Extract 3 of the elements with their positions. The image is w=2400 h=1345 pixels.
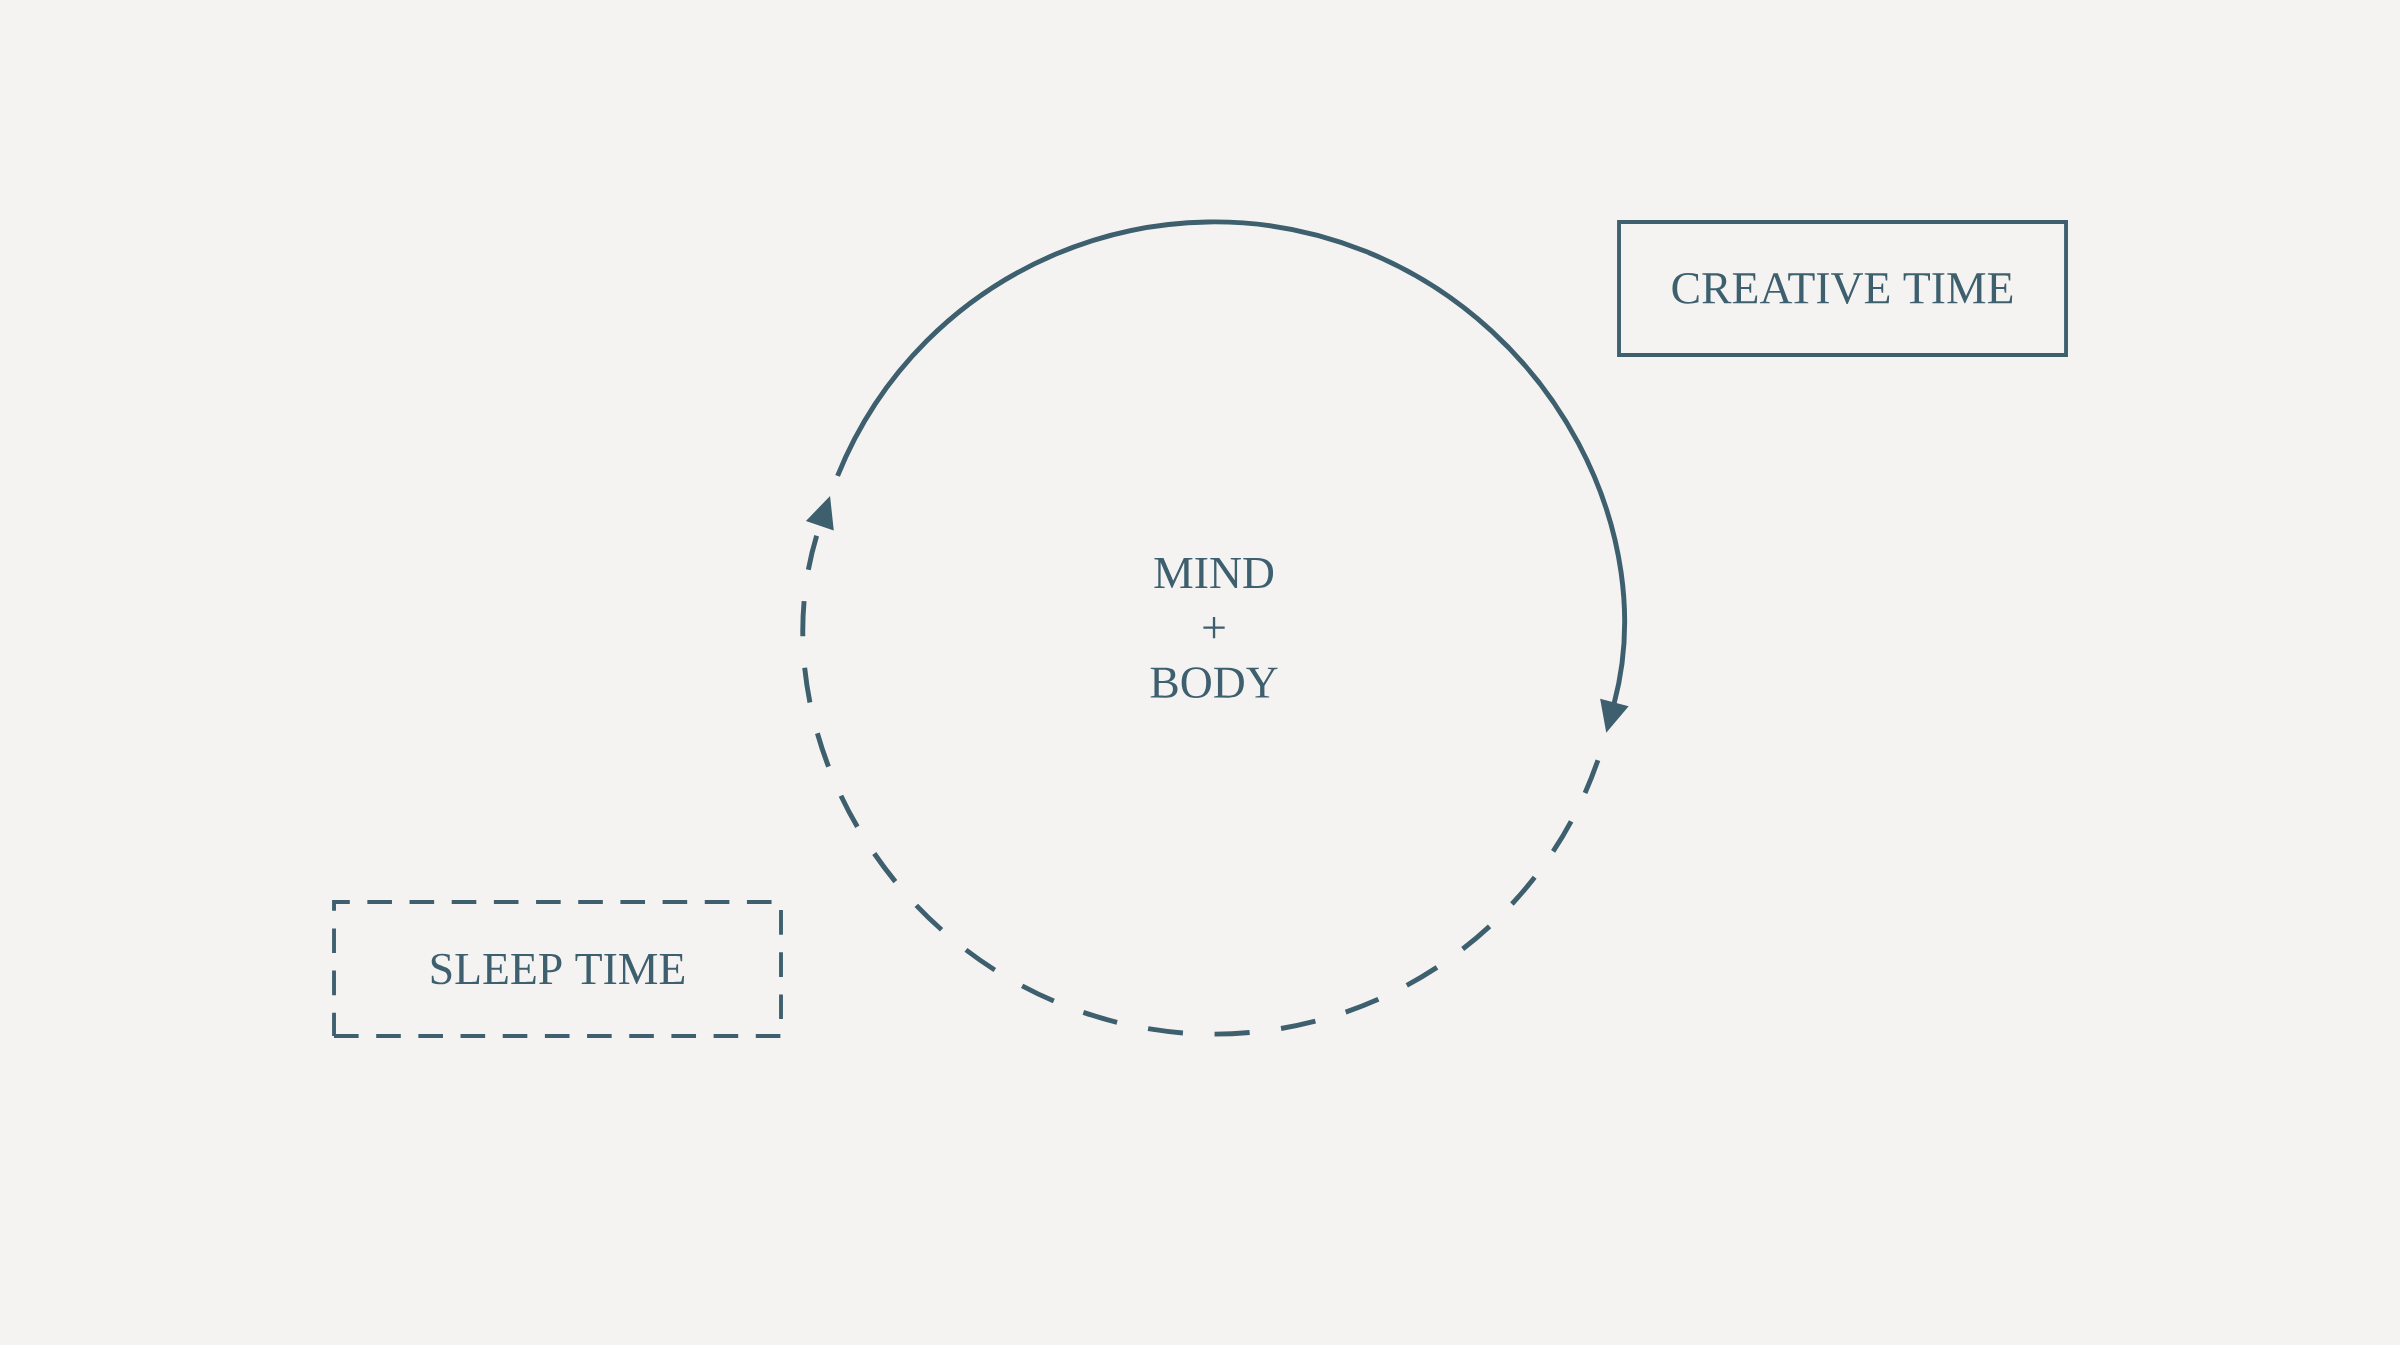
legend-box: SLEEP TIME [332,900,783,1038]
center-label: MIND + BODY [1150,558,1278,698]
legend-box: CREATIVE TIME [1617,220,2068,357]
